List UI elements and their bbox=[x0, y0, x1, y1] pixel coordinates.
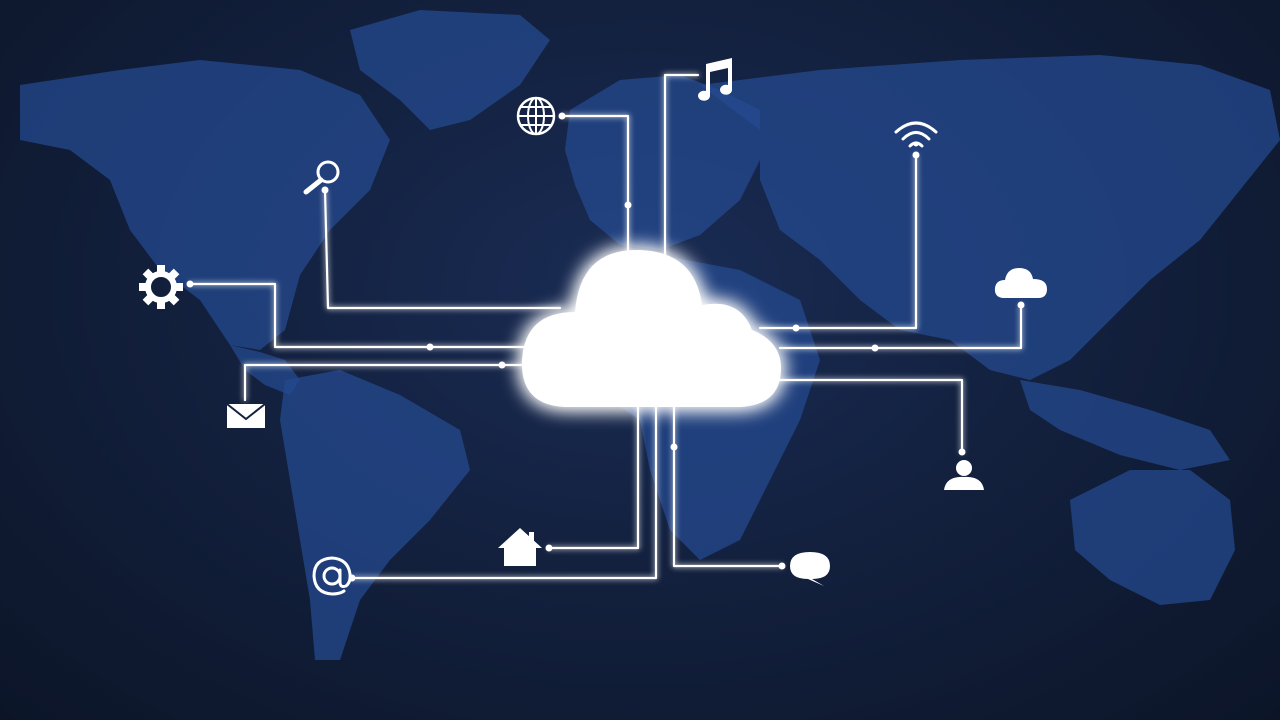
user-icon bbox=[944, 460, 984, 490]
node bbox=[778, 562, 786, 570]
node bbox=[871, 344, 879, 352]
connector-small-cloud bbox=[778, 303, 1023, 350]
node bbox=[1017, 301, 1025, 309]
connectors bbox=[188, 73, 1023, 580]
chat-bubble-icon bbox=[790, 552, 830, 586]
node bbox=[670, 443, 678, 451]
greenland bbox=[350, 10, 550, 130]
southeast-asia bbox=[1020, 380, 1230, 470]
south-america bbox=[280, 370, 470, 660]
node bbox=[498, 361, 506, 369]
search-icon bbox=[303, 160, 340, 195]
mail-icon bbox=[226, 403, 266, 428]
connector-mail bbox=[243, 363, 527, 402]
australia bbox=[1070, 470, 1235, 605]
at-sign-icon bbox=[312, 556, 352, 596]
cloud-hub-icon bbox=[521, 249, 782, 407]
node bbox=[958, 448, 966, 456]
connector-music bbox=[663, 73, 700, 260]
connector-gear bbox=[188, 282, 527, 349]
asia bbox=[700, 55, 1280, 380]
node bbox=[321, 186, 329, 194]
globe-icon bbox=[516, 96, 556, 136]
node bbox=[558, 112, 566, 120]
world-map bbox=[20, 10, 1280, 660]
node bbox=[912, 151, 920, 159]
node bbox=[545, 544, 553, 552]
connector-user bbox=[773, 378, 964, 454]
central-america bbox=[230, 345, 300, 395]
connector-chat bbox=[672, 403, 784, 568]
connector-at bbox=[350, 403, 658, 580]
north-america bbox=[20, 60, 390, 350]
connector-globe bbox=[560, 114, 630, 260]
gear-icon bbox=[139, 265, 183, 309]
node bbox=[792, 324, 800, 332]
connector-search bbox=[323, 188, 562, 310]
junction-nodes bbox=[186, 112, 1025, 582]
wifi-icon bbox=[894, 121, 938, 148]
music-note-icon bbox=[698, 58, 732, 101]
node bbox=[624, 201, 632, 209]
connector-wifi bbox=[758, 153, 918, 330]
europe bbox=[565, 75, 760, 250]
home-icon bbox=[498, 528, 542, 566]
node bbox=[186, 280, 194, 288]
small-cloud-icon bbox=[994, 268, 1047, 298]
connector-home bbox=[547, 403, 640, 550]
node bbox=[426, 343, 434, 351]
